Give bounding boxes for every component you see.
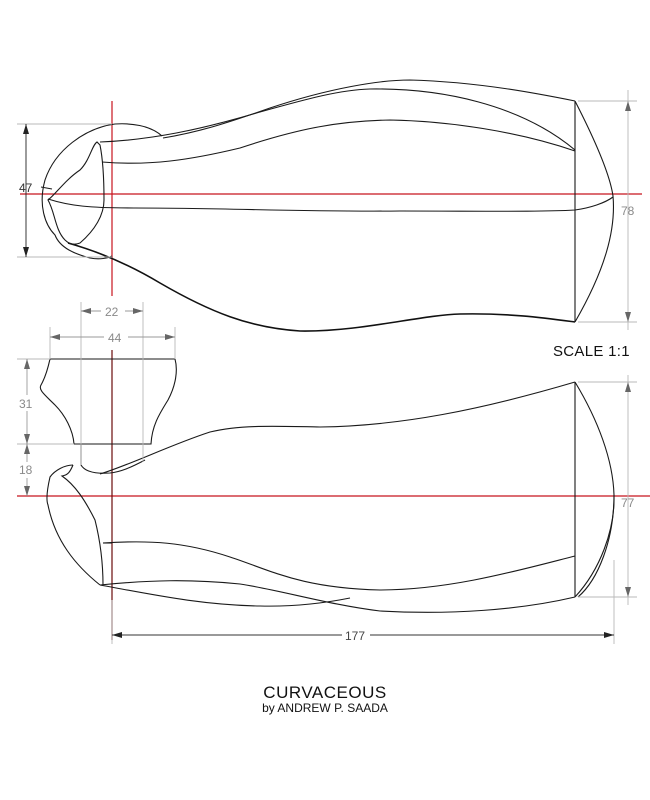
dim-77-arrow-bottom: [625, 587, 631, 597]
dim-78-arrow-bottom: [625, 312, 631, 322]
dim-177-arrow-left: [112, 632, 122, 638]
dim-31-arrow-bottom: [24, 434, 30, 444]
dim-44-label: 44: [108, 331, 122, 345]
dim-18-arrow-top: [24, 444, 30, 454]
dim-78-label: 78: [621, 204, 635, 218]
body-upper-contour: [99, 88, 576, 151]
dim-31-arrow-top: [24, 359, 30, 369]
dim-47-arrow-bottom: [23, 247, 29, 257]
dim-78-arrow-top: [625, 101, 631, 111]
dim-18-label: 18: [19, 463, 33, 477]
drawing-author: by ANDREW P. SAADA: [262, 701, 388, 715]
dim-77-arrow-top: [625, 382, 631, 392]
dim-177-label: 177: [345, 629, 365, 643]
side-body-top-edge: [99, 381, 576, 475]
dim-44-arrow-left: [50, 334, 60, 340]
side-body-right-cap-outer: [574, 381, 615, 598]
dim-22-arrow-right: [133, 308, 143, 314]
dim-77-label: 77: [621, 496, 635, 510]
dim-22-arrow-left: [81, 308, 91, 314]
scale-label: SCALE 1:1: [553, 343, 630, 360]
dim-47-arrow-top: [23, 124, 29, 134]
dim-18-arrow-bottom: [24, 486, 30, 496]
drawing-title: CURVACEOUS: [263, 683, 387, 702]
side-tip-outer: [46, 464, 101, 586]
tip-inner-petal: [47, 141, 105, 245]
side-tip-inner: [60, 464, 104, 586]
title-block: CURVACEOUS by ANDREW P. SAADA: [0, 684, 650, 715]
side-body-bottom-edge-b: [99, 584, 351, 607]
dim-31-label: 31: [19, 397, 33, 411]
side-body-bottom-edge-a: [99, 580, 576, 613]
side-view: 22 44 31 18 77 177: [17, 302, 650, 644]
body-upper-inner-contour: [101, 119, 576, 164]
tip-neck: [80, 444, 146, 474]
body-right-cap: [574, 100, 615, 323]
side-body-right-cap-inner: [577, 494, 615, 598]
dim-22-label: 22: [105, 305, 119, 319]
body-middle-contour: [47, 196, 614, 212]
body-bottom-edge: [67, 242, 576, 332]
dim-44-arrow-right: [165, 334, 175, 340]
dim-47-label: 47: [19, 181, 33, 195]
tip-petal-cross: [40, 186, 53, 190]
tip-outer-bulb: [41, 123, 163, 260]
dim-177-arrow-right: [604, 632, 614, 638]
top-view: 47 78: [17, 79, 642, 332]
tip-cap-profile: [39, 358, 177, 445]
body-top-edge: [162, 79, 576, 139]
side-body-lower-contour: [102, 541, 576, 591]
